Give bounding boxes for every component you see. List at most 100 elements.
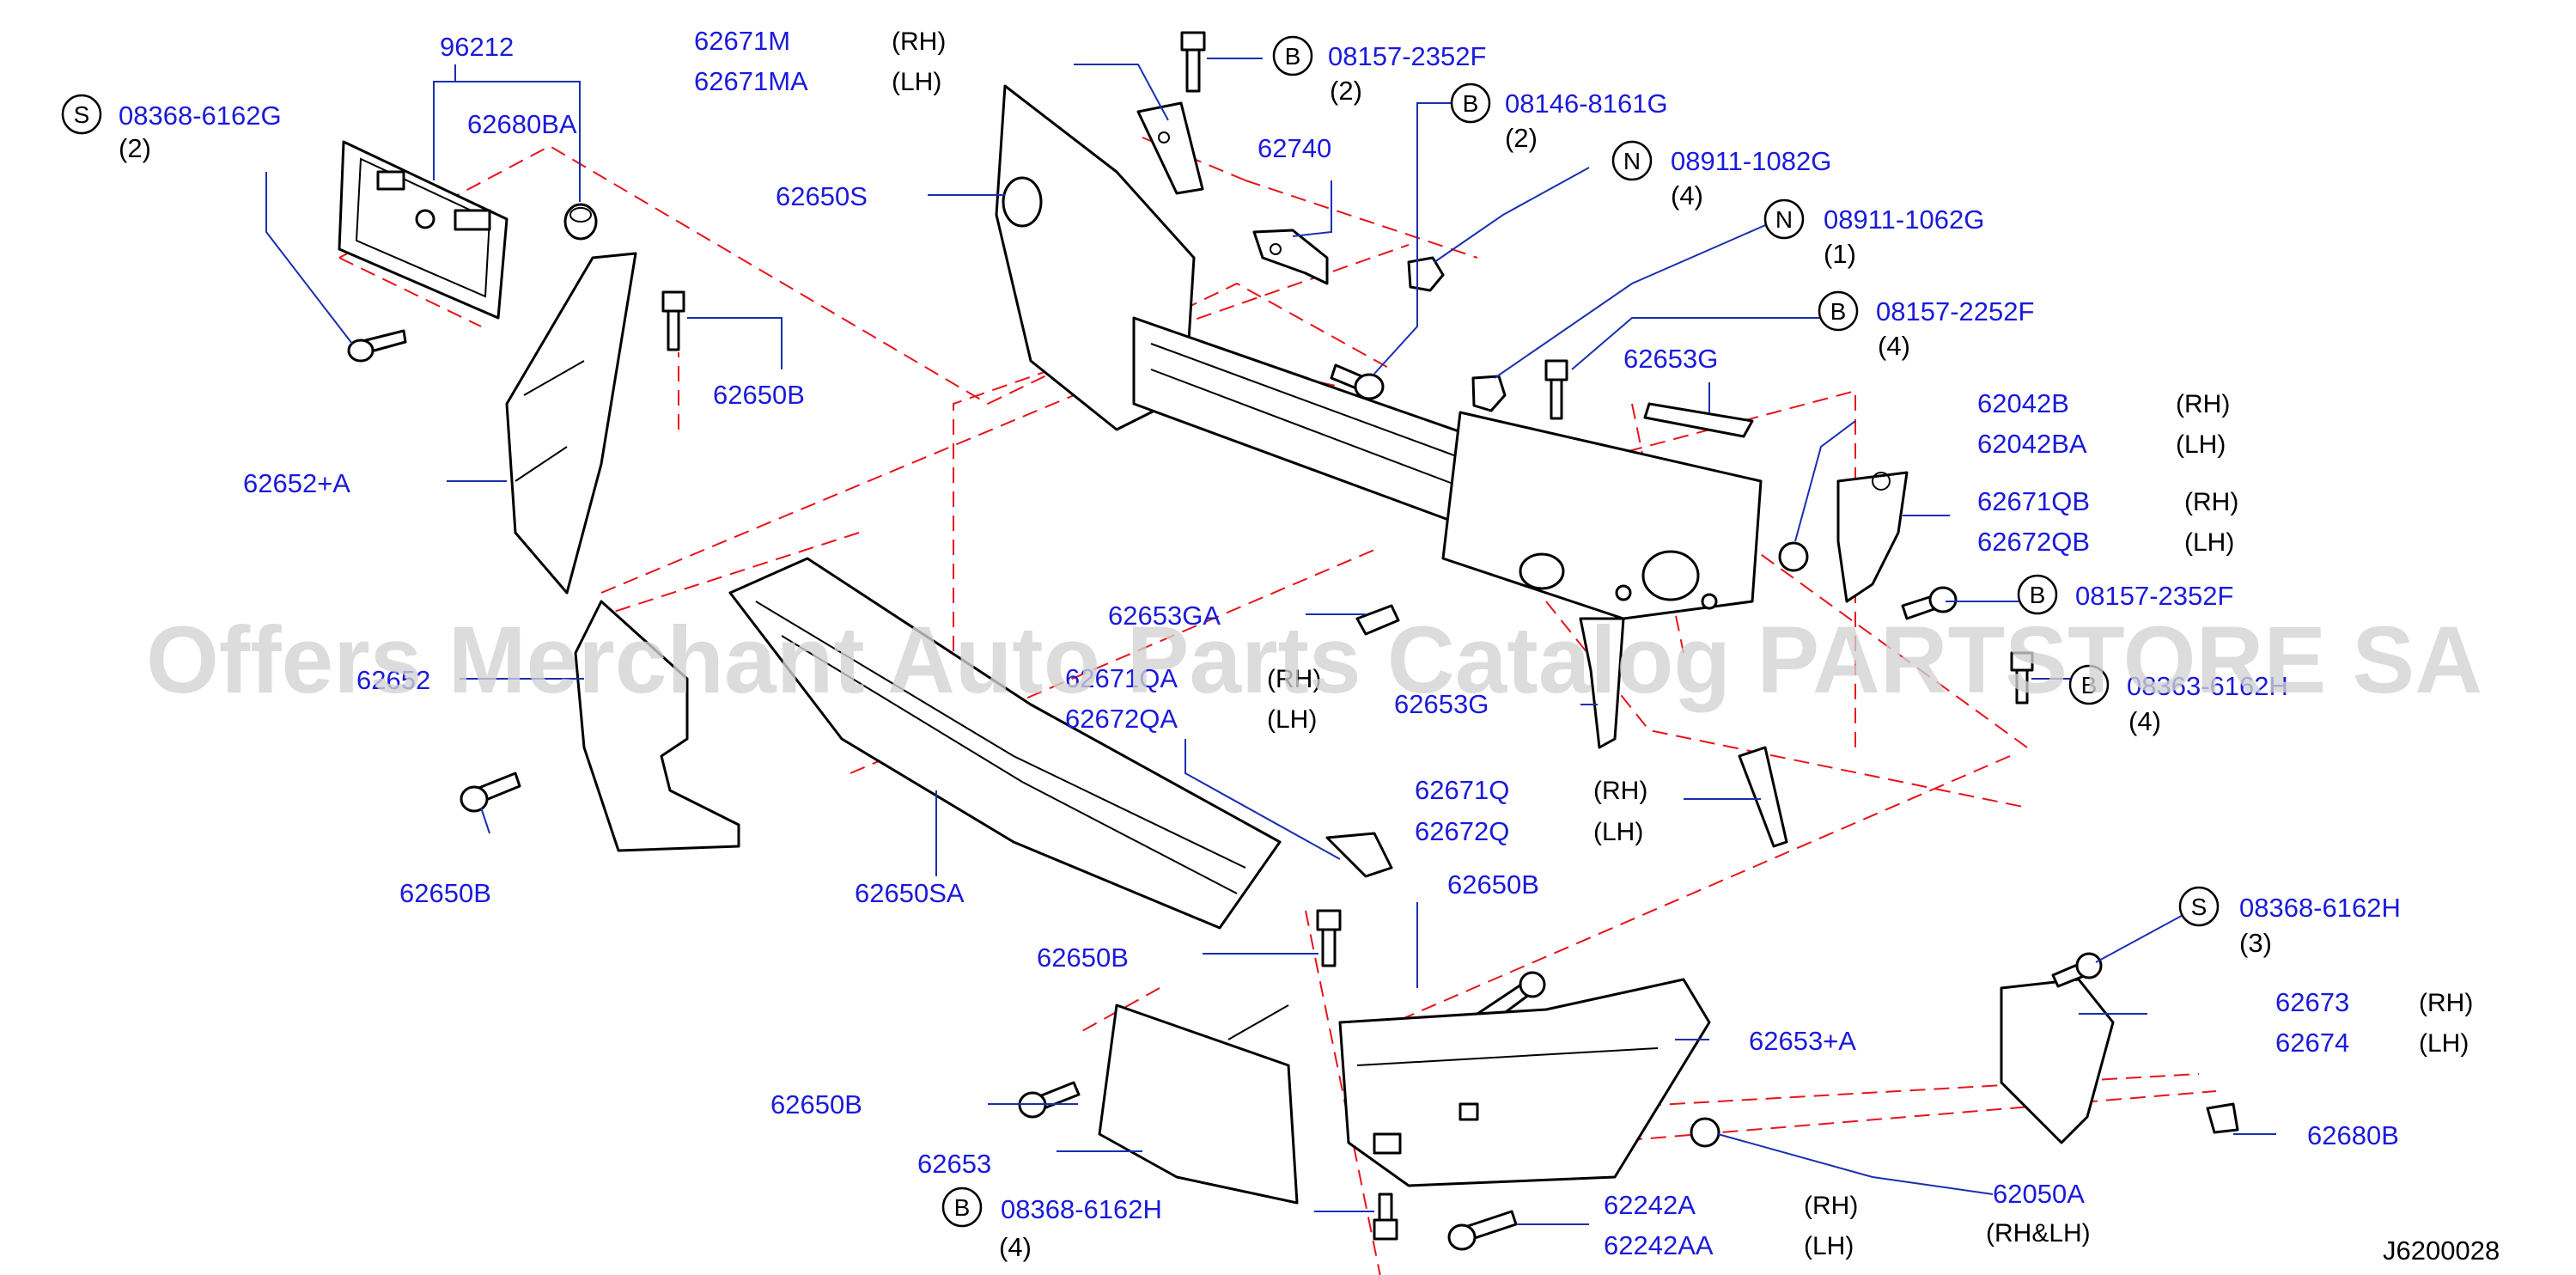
bolt-08146-8161G (1330, 363, 1385, 400)
label-08157-2352F-right[interactable]: 08157-2352F (2075, 581, 2233, 611)
label-62650B-3[interactable]: 62650B (1037, 943, 1129, 973)
license-plate-bracket (338, 140, 509, 320)
label-08368-6162G[interactable]: 08368-6162G (119, 101, 282, 131)
label-08157-2252F[interactable]: 08157-2252F (1876, 296, 2034, 326)
label-96212[interactable]: 96212 (440, 32, 514, 62)
label-62650B-2[interactable]: 62650B (399, 878, 491, 908)
bolt-62650B-top (661, 290, 685, 351)
label-62740[interactable]: 62740 (1258, 133, 1331, 163)
label-08146-8161G[interactable]: 08146-8161G (1505, 88, 1668, 119)
side-bracket-62652A (505, 252, 637, 595)
lower-cover-62653 (1098, 1004, 1299, 1205)
svg-text:N: N (1775, 206, 1793, 233)
label-62650SA[interactable]: 62650SA (855, 878, 965, 908)
bracket-62671QA (1325, 832, 1393, 878)
bolt-08368-6162G (347, 329, 407, 363)
symbol-n-1: N (1611, 140, 1653, 181)
part-labels: 96212 62680BA 08368-6162G (2) 62671M (RH… (119, 26, 2500, 1266)
label-62242A[interactable]: 62242A (1604, 1190, 1696, 1220)
label-62671M[interactable]: 62671M (694, 26, 790, 56)
svg-text:S: S (2191, 894, 2208, 920)
label-08157-2352F-top[interactable]: 08157-2352F (1328, 41, 1486, 71)
qty-08911-1082G: (4) (1671, 180, 1703, 210)
side-62042B: (RH) (2176, 390, 2230, 418)
symbol-b-5: B (2068, 664, 2110, 705)
label-08363-6162H[interactable]: 08363-6162H (2127, 671, 2288, 701)
symbol-n-2: N (1763, 198, 1805, 240)
qty-08368-6162G: (2) (119, 133, 151, 163)
qty-08363-6162H: (4) (2128, 706, 2161, 736)
symbol-b-1: B (1272, 35, 1313, 76)
label-62672Q[interactable]: 62672Q (1415, 816, 1509, 846)
label-62653G-top[interactable]: 62653G (1623, 344, 1718, 374)
side-62672QB: (LH) (2184, 528, 2234, 557)
label-62650B-4[interactable]: 62650B (1447, 869, 1539, 900)
corner-cover-62652 (574, 600, 740, 852)
plate-62653GA (1355, 604, 1400, 636)
qty-08368-6162H-bottom: (4) (999, 1232, 1032, 1262)
symbol-b-6: B (941, 1187, 983, 1228)
bumper-reinforcement-62650SA (728, 557, 1282, 930)
side-62671QA: (RH) (1267, 665, 1321, 693)
label-62672QB[interactable]: 62672QB (1977, 527, 2090, 557)
bracket-62671Q (1738, 746, 1788, 848)
svg-text:N: N (1623, 148, 1641, 174)
svg-text:B: B (954, 1194, 971, 1221)
side-62671M: (RH) (892, 27, 946, 56)
label-08911-1082G[interactable]: 08911-1082G (1671, 146, 1831, 176)
label-62242AA[interactable]: 62242AA (1604, 1230, 1714, 1260)
label-08368-6162H-bottom[interactable]: 08368-6162H (1001, 1194, 1162, 1224)
label-62672QA[interactable]: 62672QA (1065, 704, 1178, 734)
symbol-b-2: B (1450, 82, 1491, 124)
label-62671Q[interactable]: 62671Q (1415, 775, 1509, 805)
qty-08157-2252F: (4) (1878, 331, 1910, 361)
label-08911-1062G[interactable]: 08911-1062G (1824, 204, 1984, 235)
bolt-08363-6162H (2010, 651, 2034, 705)
svg-text:B: B (1285, 43, 1301, 70)
qty-08157-2352F-top: (2) (1330, 76, 1362, 106)
nut-62680B (2206, 1102, 2239, 1134)
symbol-s-2: S (2178, 886, 2220, 927)
label-62680B[interactable]: 62680B (2307, 1120, 2399, 1150)
label-62650S[interactable]: 62650S (776, 181, 868, 211)
bolt-08368-6162H-right (2051, 952, 2103, 988)
label-62671QB[interactable]: 62671QB (1977, 486, 2090, 516)
svg-text:S: S (74, 101, 90, 128)
symbol-b-3: B (1818, 290, 1859, 332)
bolt-62650B-left (460, 772, 521, 813)
label-62653G-mid[interactable]: 62653G (1394, 689, 1489, 719)
label-62671MA[interactable]: 62671MA (694, 66, 808, 96)
label-62653[interactable]: 62653 (917, 1149, 991, 1179)
nut-62042B (1778, 541, 1809, 572)
leader-lines (265, 58, 2276, 1225)
side-62242AA: (LH) (1804, 1232, 1854, 1260)
label-62671QA[interactable]: 62671QA (1065, 663, 1178, 693)
side-62242A: (RH) (1804, 1192, 1858, 1220)
label-62050A[interactable]: 62050A (1993, 1179, 2085, 1209)
side-62672QA: (LH) (1267, 705, 1317, 734)
bolt-62650B-lower (1018, 1081, 1081, 1119)
label-62652A[interactable]: 62652+A (243, 468, 350, 498)
qty-08911-1062G: (1) (1824, 239, 1856, 269)
diagram-reference-code: J6200028 (2383, 1235, 2500, 1266)
label-62680BA[interactable]: 62680BA (467, 109, 577, 139)
symbol-s-1: S (61, 94, 102, 135)
bolt-62650B-center (1316, 909, 1342, 967)
svg-text:B: B (2030, 582, 2046, 608)
svg-text:B: B (1830, 298, 1847, 325)
label-62674[interactable]: 62674 (2275, 1028, 2349, 1058)
label-62653GA[interactable]: 62653GA (1108, 601, 1221, 631)
qty-08146-8161G: (2) (1505, 123, 1538, 153)
label-62653A[interactable]: 62653+A (1749, 1026, 1856, 1056)
label-62042B[interactable]: 62042B (1977, 388, 2069, 418)
label-08368-6162H-right[interactable]: 08368-6162H (2239, 893, 2401, 923)
label-62042BA[interactable]: 62042BA (1977, 429, 2087, 459)
side-62671MA: (LH) (892, 68, 941, 96)
label-62673[interactable]: 62673 (2275, 987, 2349, 1017)
label-62652[interactable]: 62652 (356, 665, 430, 695)
label-62650B-5[interactable]: 62650B (770, 1089, 862, 1119)
side-62673: (RH) (2419, 989, 2473, 1017)
plate-62653G-mid (1579, 617, 1625, 749)
label-62650B-1[interactable]: 62650B (713, 380, 805, 410)
